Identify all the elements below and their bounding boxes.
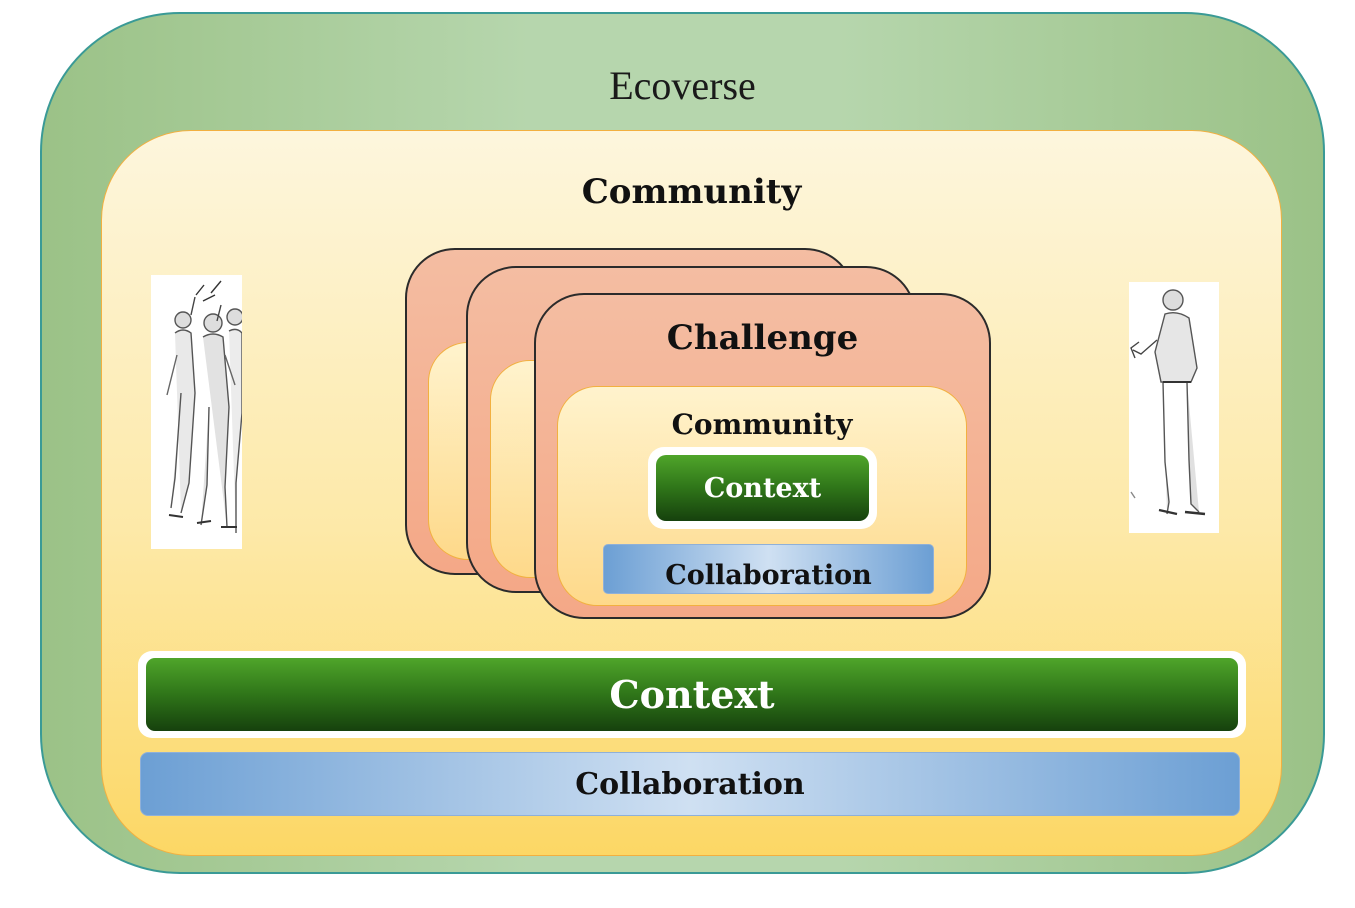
challenge-collaboration-bar: Collaboration: [603, 544, 934, 594]
people-group-sketch-icon: [151, 275, 242, 549]
community-title: Community: [581, 172, 802, 212]
standing-man-sketch-icon: [1129, 282, 1219, 533]
challenge-context-box: Context: [656, 455, 869, 521]
collaboration-bar: Collaboration: [140, 752, 1240, 816]
context-bar: Context: [146, 658, 1238, 731]
ecoverse-title: Ecoverse: [609, 63, 756, 108]
challenge-community-title: Community: [671, 408, 853, 441]
challenge-title: Challenge: [666, 318, 859, 358]
